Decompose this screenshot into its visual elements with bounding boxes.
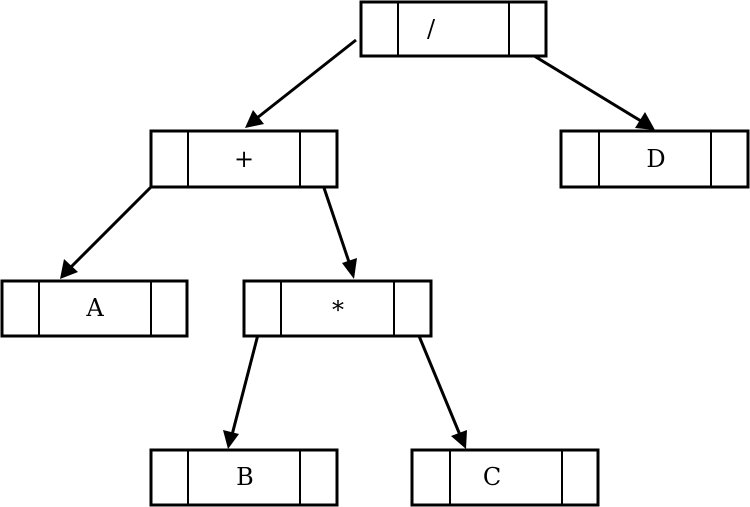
tree-node-plus: + bbox=[149, 129, 339, 189]
node-label-root: / bbox=[427, 15, 436, 43]
tree-edges bbox=[60, 38, 655, 449]
tree-node-c: C bbox=[410, 448, 600, 507]
tree-node-d: D bbox=[559, 129, 750, 189]
node-label-a: A bbox=[85, 294, 104, 322]
node-label-b: B bbox=[236, 463, 254, 491]
tree-node-root: / bbox=[359, 0, 548, 58]
edge-mult-to-c bbox=[410, 318, 467, 449]
tree-node-mult: * bbox=[242, 279, 433, 338]
edge-mult-to-b bbox=[223, 318, 264, 449]
tree-node-a: A bbox=[0, 279, 189, 338]
node-label-c: C bbox=[483, 463, 501, 491]
tree-node-b: B bbox=[149, 448, 339, 507]
node-label-d: D bbox=[646, 145, 665, 173]
node-label-plus: + bbox=[234, 145, 254, 173]
edge-root-to-plus bbox=[245, 38, 357, 128]
node-label-mult: * bbox=[332, 296, 344, 324]
